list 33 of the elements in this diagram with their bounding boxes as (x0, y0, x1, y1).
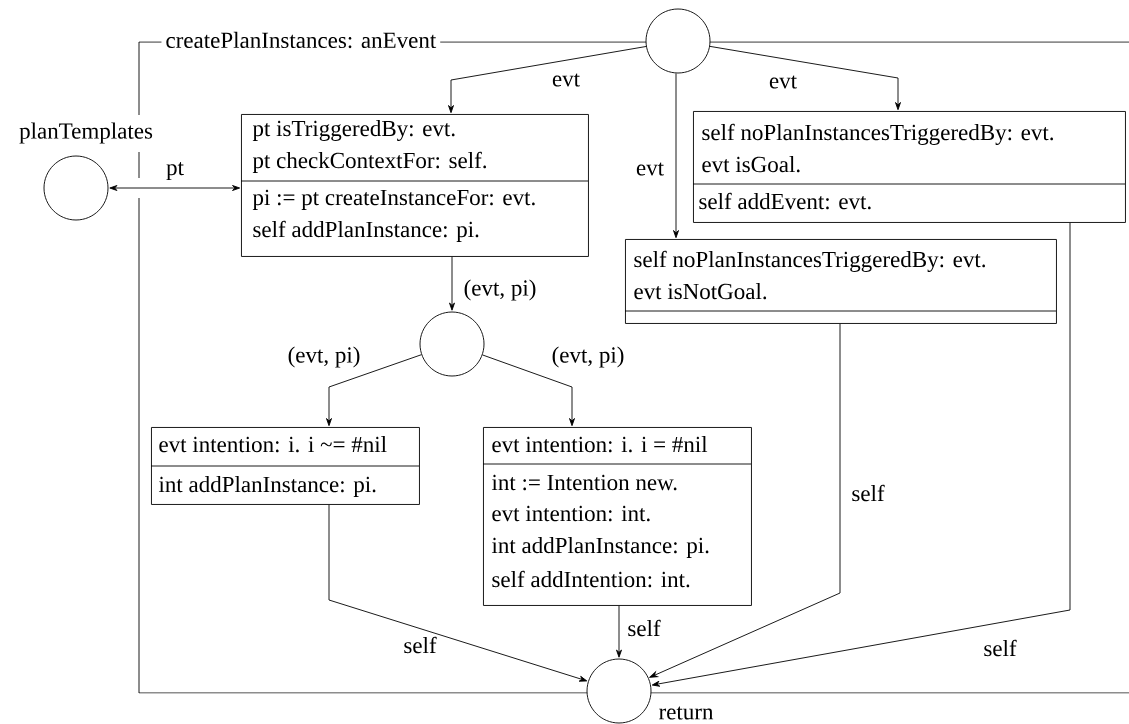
arrow (482, 354, 575, 427)
method-box: evt intention: i. i = #nil int := Intention new. evt intention: int. int addPlanInstance: pi. self addIntention: int. (482, 427, 752, 606)
arrow (651, 222, 1071, 687)
method-box: evt intention: i. i ~= #nil int addPlanInstance: pi. (150, 427, 420, 505)
edge-label: (evt, pi) (286, 345, 362, 369)
place-circle (586, 658, 652, 724)
arrow (449, 256, 455, 311)
edge-label: (evt, pi) (462, 278, 538, 302)
edge-label: self (402, 635, 438, 655)
method-box: pt isTriggeredBy: evt. pt checkContextFor: self. pi := pt createInstanceFor: evt. self addPlanInstance: pi. (240, 114, 589, 257)
arrow (326, 354, 422, 427)
method-box: self noPlanInstancesTriggeredBy: evt. evt isGoal. self addEvent: evt. (692, 111, 1126, 223)
place-circle (43, 155, 109, 221)
arrow (448, 46, 647, 114)
arrow (109, 185, 241, 191)
method-box: self noPlanInstancesTriggeredBy: evt. evt isNotGoal. (624, 239, 1057, 324)
arrow (673, 73, 679, 239)
node-label: createPlanInstances: anEvent (166, 31, 437, 49)
arrow (709, 45, 901, 111)
circle-label: return (659, 706, 714, 720)
edge-label: pt (165, 161, 185, 181)
edge-label: self (626, 618, 662, 638)
arrow (616, 605, 622, 658)
edge-label: self (982, 638, 1018, 658)
edge-label: self (850, 483, 886, 503)
place-circle (645, 8, 711, 74)
edge-label: evt (767, 74, 799, 90)
arrow (649, 323, 841, 678)
arrow (328, 504, 588, 682)
edge-label: evt (550, 72, 582, 88)
place-circle (419, 311, 485, 377)
edge-label: evt (634, 161, 666, 177)
edge-label: (evt, pi) (550, 345, 626, 369)
